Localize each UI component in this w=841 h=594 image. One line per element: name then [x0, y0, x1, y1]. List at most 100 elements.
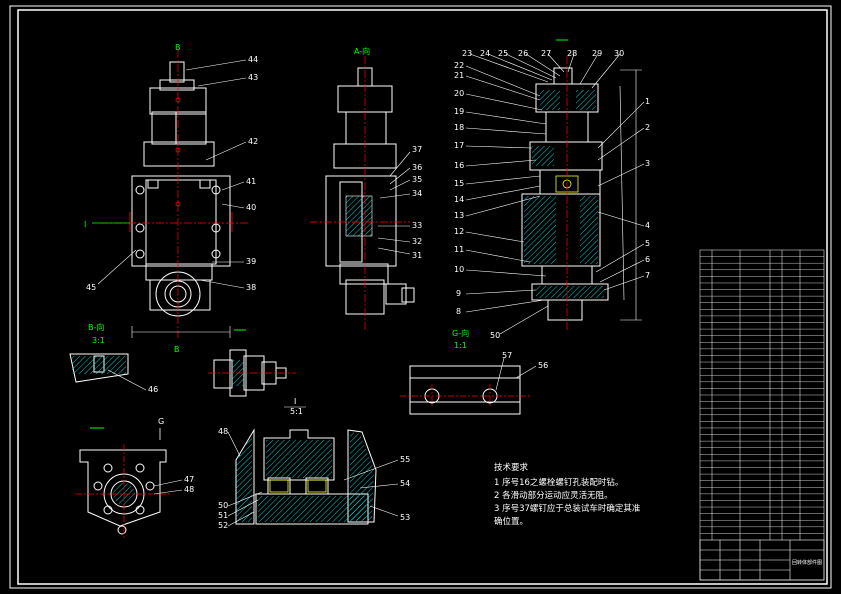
- view-b-section-label: B-向: [88, 322, 104, 332]
- section-i-yellow: [269, 479, 327, 493]
- bottom-view-centerlines: [76, 444, 172, 540]
- part-number-53: 53: [400, 513, 410, 522]
- part-number-50b: 50: [218, 501, 228, 510]
- section-i-label: I: [294, 397, 296, 406]
- part-number-41: 41: [246, 177, 256, 186]
- part-number-7: 7: [645, 271, 650, 280]
- title-block-drawing-name: 回转体部件图: [792, 559, 822, 566]
- main-section-leaders-top: [469, 53, 621, 89]
- part-number-42: 42: [248, 137, 258, 146]
- part-number-21: 21: [454, 71, 464, 80]
- part-number-25: 25: [498, 49, 508, 58]
- part-number-51: 51: [218, 511, 228, 520]
- main-section-leaders-right: [595, 101, 645, 291]
- part-number-11: 11: [454, 245, 464, 254]
- part-number-46: 46: [148, 385, 158, 394]
- part-number-30: 30: [614, 49, 624, 58]
- main-section-hatch-top: [540, 90, 560, 110]
- main-section-hatch-top-r: [576, 90, 596, 110]
- part-number-3: 3: [645, 159, 650, 168]
- part-number-43: 43: [248, 73, 258, 82]
- part-number-8: 8: [456, 307, 461, 316]
- part-number-54: 54: [400, 479, 410, 488]
- bottom-b-label: B: [174, 345, 180, 354]
- part-number-35: 35: [412, 175, 422, 184]
- view-a-label: A-向: [354, 46, 370, 56]
- part-number-57: 57: [502, 351, 512, 360]
- main-section-leaders-left: [465, 65, 549, 335]
- g-rail-view[interactable]: [409, 365, 521, 415]
- tech-requirements-item-3: 3 序号37螺钉应于总装试车时确定其准: [494, 503, 641, 514]
- g-rail-leaders: [495, 357, 537, 391]
- part-number-29: 29: [592, 49, 602, 58]
- section-i-marker: I: [84, 220, 86, 229]
- part-number-22: 22: [454, 61, 464, 70]
- part-number-27: 27: [541, 49, 551, 58]
- side-view-a-leaders: [377, 151, 411, 255]
- main-section-hatch-mid: [532, 146, 554, 166]
- part-number-12: 12: [454, 227, 464, 236]
- parts-list[interactable]: [699, 249, 825, 581]
- front-view-dims: [131, 326, 231, 338]
- part-number-48: 48: [184, 485, 194, 494]
- part-number-26: 26: [518, 49, 528, 58]
- main-section-overall-dim: [619, 69, 642, 321]
- part-number-14: 14: [454, 195, 464, 204]
- view-b-section-scale: 3:1: [92, 336, 105, 345]
- part-number-19: 19: [454, 107, 464, 116]
- drawing-border-inner: [17, 9, 828, 585]
- view-g-label: G-向: [452, 328, 469, 338]
- part-number-31: 31: [412, 251, 422, 260]
- side-view-a[interactable]: [325, 67, 415, 315]
- b-detail-hatch: [72, 356, 126, 374]
- view-b-arrow-label: B: [175, 43, 181, 52]
- tech-requirements-title: 技术要求: [494, 462, 529, 473]
- part-number-15: 15: [454, 179, 464, 188]
- part-number-23: 23: [462, 49, 472, 58]
- part-number-49: 48: [218, 427, 228, 436]
- part-number-9: 9: [456, 289, 461, 298]
- title-block[interactable]: [699, 539, 825, 581]
- tech-requirements-item-4: 确位置。: [494, 516, 528, 527]
- part-number-33: 33: [412, 221, 422, 230]
- part-number-38: 38: [246, 283, 256, 292]
- front-view[interactable]: [131, 61, 231, 317]
- front-view-centerlines: [100, 50, 250, 340]
- main-section-hatch-bottom: [536, 286, 604, 298]
- part-number-47: 47: [184, 475, 194, 484]
- part-number-16: 16: [454, 161, 464, 170]
- front-view-red-marks: [129, 97, 233, 232]
- section-i-leaders: [227, 431, 399, 527]
- part-number-5: 5: [645, 239, 650, 248]
- part-number-34: 34: [412, 189, 422, 198]
- drawing-border-outer: [9, 5, 832, 589]
- part-number-39: 39: [246, 257, 256, 266]
- part-number-13: 13: [454, 211, 464, 220]
- part-number-40: 40: [246, 203, 256, 212]
- section-i-scale: 5:1: [290, 407, 303, 416]
- parts-list-rows: [700, 256, 824, 534]
- part-number-24: 24: [480, 49, 490, 58]
- side-view-a-centerlines: [310, 56, 410, 330]
- main-section-hatch-left: [524, 196, 556, 264]
- section-i-hatch-right: [350, 432, 374, 520]
- part-number-32: 32: [412, 237, 422, 246]
- view-g-scale: 1:1: [454, 341, 467, 350]
- side-view-a-hatch: [345, 195, 373, 237]
- tech-requirements: 技术要求 1 序号16之螺栓螺钉孔装配时钻。 2 各滑动部分运动应灵活无阻。 3…: [494, 462, 641, 527]
- part-number-44: 44: [248, 55, 258, 64]
- part-number-1: 1: [645, 97, 650, 106]
- part-number-17: 17: [454, 141, 464, 150]
- main-section-hatch-right: [580, 196, 598, 264]
- part-number-45: 45: [86, 283, 96, 292]
- part-number-52: 52: [218, 521, 228, 530]
- part-number-55: 55: [400, 455, 410, 464]
- g-arrow-label: G: [158, 417, 164, 426]
- part-number-28: 28: [567, 49, 577, 58]
- part-number-2: 2: [645, 123, 650, 132]
- tech-requirements-item-2: 2 各滑动部分运动应灵活无阻。: [494, 490, 613, 501]
- part-number-10: 10: [454, 265, 464, 274]
- section-i-hatch-bottom: [258, 496, 366, 522]
- part-number-20: 20: [454, 89, 464, 98]
